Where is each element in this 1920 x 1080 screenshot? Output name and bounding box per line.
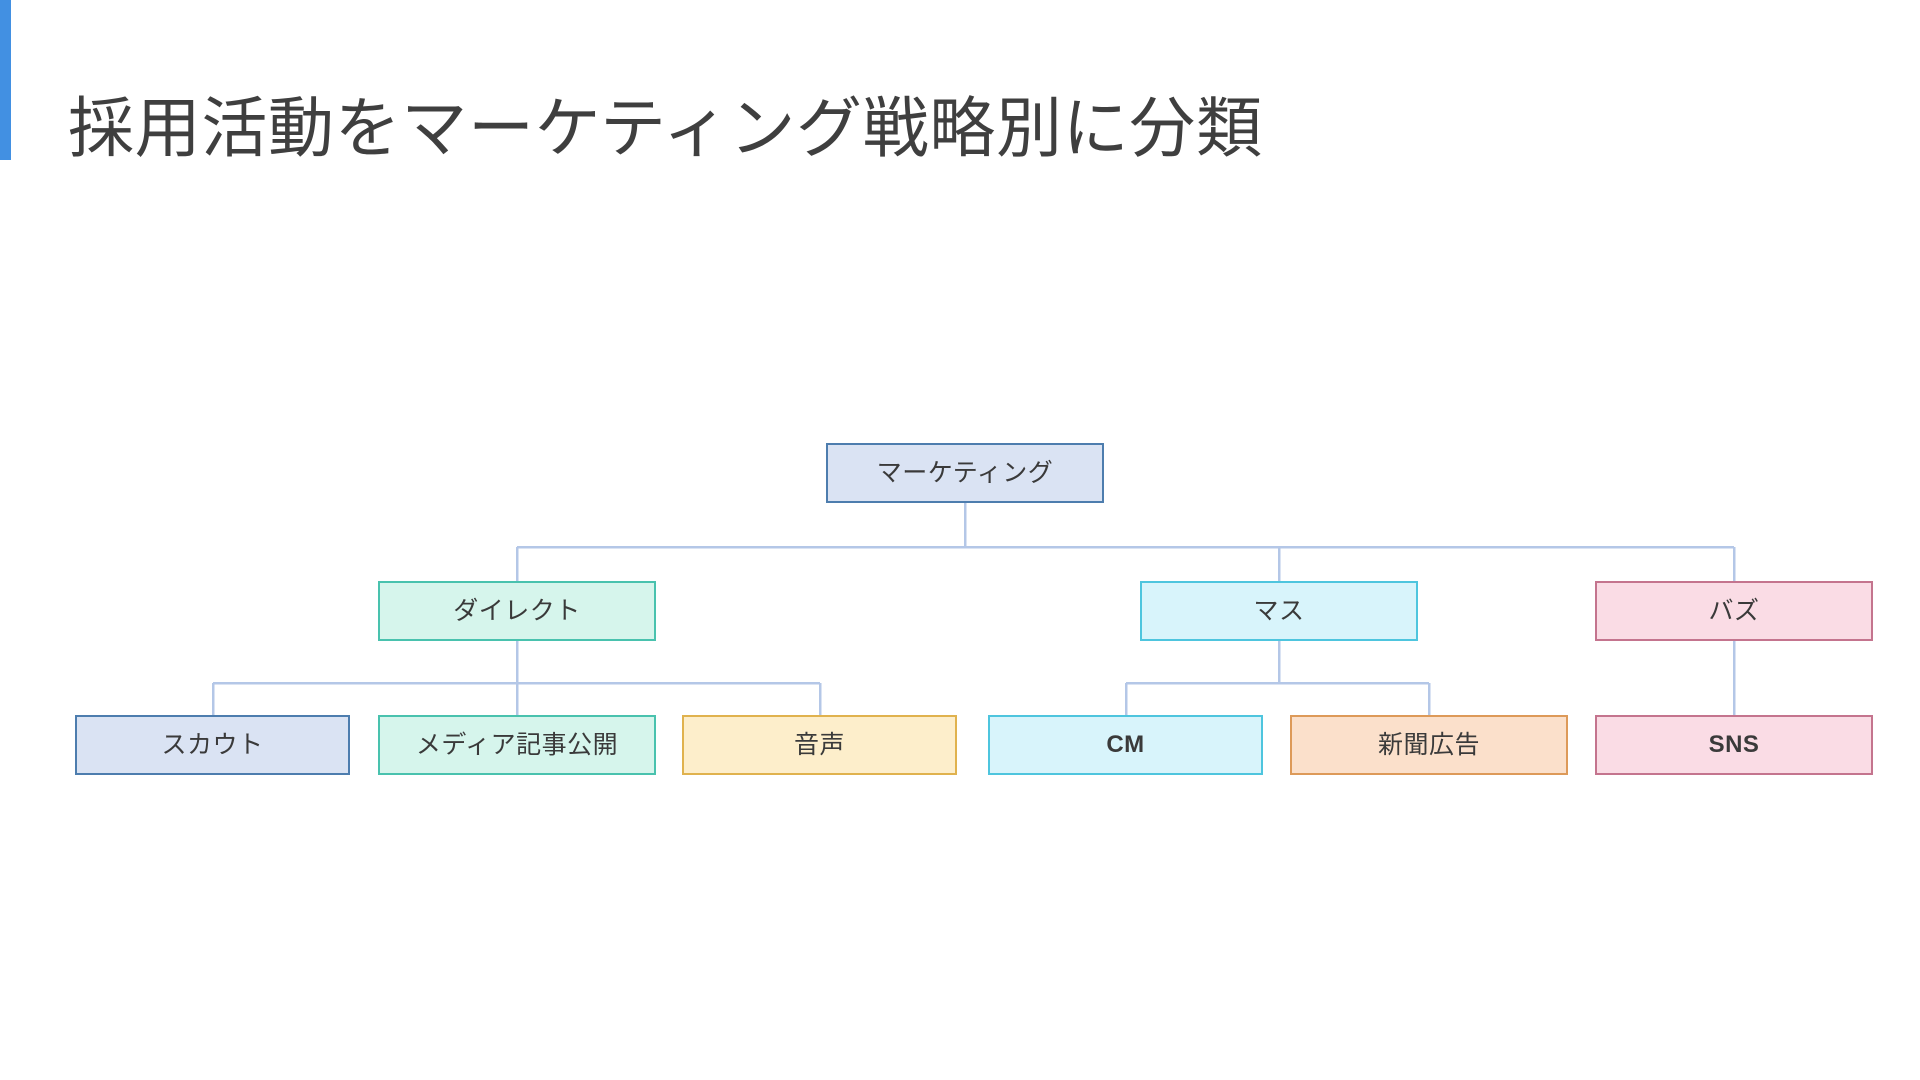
node-sns[interactable]: SNS (1595, 715, 1873, 775)
node-buzz[interactable]: バズ (1595, 581, 1873, 641)
node-label: マス (1253, 596, 1305, 625)
title-accent-bar (0, 0, 11, 160)
node-root[interactable]: マーケティング (826, 443, 1104, 503)
node-label: バズ (1708, 596, 1760, 625)
node-label: CM (1106, 731, 1145, 758)
node-media-article[interactable]: メディア記事公開 (378, 715, 656, 775)
node-label: SNS (1708, 731, 1760, 758)
node-scout[interactable]: スカウト (75, 715, 350, 775)
node-direct[interactable]: ダイレクト (378, 581, 656, 641)
node-label: ダイレクト (453, 596, 581, 625)
node-label: 音声 (793, 730, 845, 759)
node-label: スカウト (161, 730, 264, 759)
node-label: マーケティング (876, 458, 1054, 487)
node-label: 新聞広告 (1377, 730, 1480, 759)
node-mass[interactable]: マス (1140, 581, 1418, 641)
node-cm[interactable]: CM (988, 715, 1263, 775)
node-newspaper-ad[interactable]: 新聞広告 (1290, 715, 1568, 775)
node-voice[interactable]: 音声 (682, 715, 957, 775)
page-title: 採用活動をマーケティング戦略別に分類 (68, 91, 1263, 166)
node-label: メディア記事公開 (415, 730, 619, 759)
